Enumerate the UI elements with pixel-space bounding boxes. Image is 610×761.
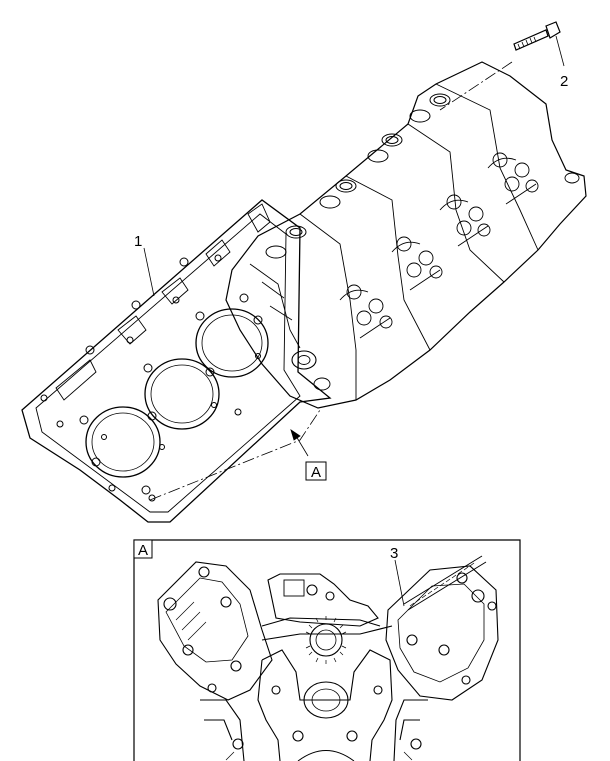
detail-view-a: A (133, 539, 521, 761)
gasket-bore-1 (85, 406, 161, 478)
callout-1: 1 (134, 233, 142, 250)
head-bolt (513, 21, 561, 51)
gasket-bore-2 (144, 358, 220, 430)
leader-lines (143, 35, 565, 607)
callout-2: 2 (560, 73, 568, 90)
callout-3: 3 (390, 545, 398, 562)
detail-box-tag (133, 539, 153, 559)
gasket-bore-3 (195, 308, 269, 378)
view-reference-box (305, 461, 327, 481)
head-gasket (21, 199, 332, 523)
cylinder-head (225, 61, 587, 409)
detail-box-label: A (138, 542, 148, 559)
engine-block-front (157, 555, 499, 761)
view-reference-label: A (311, 464, 321, 481)
